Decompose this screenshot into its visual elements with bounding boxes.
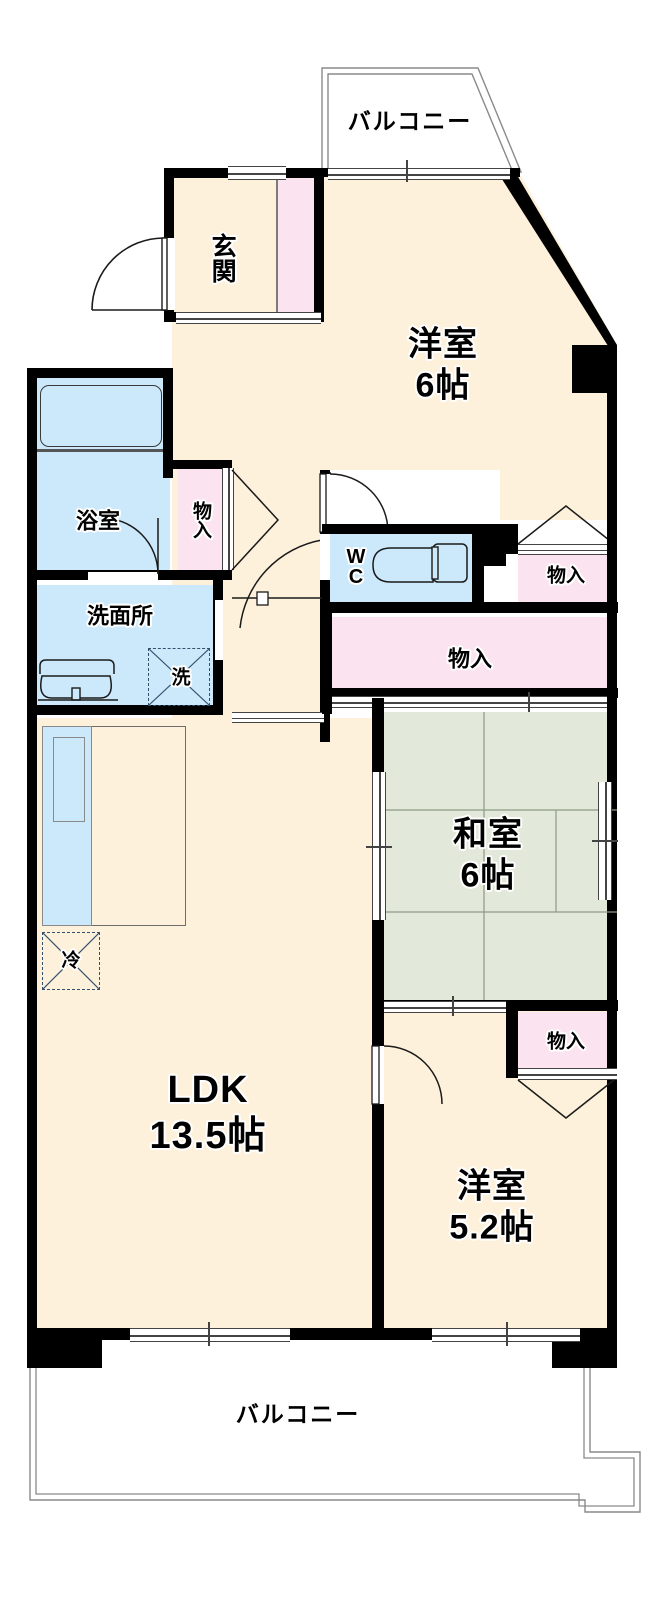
ldk-balcony-window-tick (208, 1322, 210, 1346)
kitchen-sink-basin (53, 737, 85, 822)
wall-storage-hall-top (170, 460, 232, 469)
wall-wc-bottom (322, 602, 618, 613)
kitchen-counter-outline (42, 726, 92, 926)
balcony-top-label: バルコニー (347, 108, 473, 135)
wall-storage-right-left (506, 524, 518, 554)
storage-hall-label: 物入 (189, 501, 211, 539)
washer-space (148, 648, 210, 706)
ldk-size: 13.5帖 (149, 1114, 267, 1157)
wall-bottom-divider (372, 1328, 412, 1340)
hall-ldk-opening[interactable] (232, 712, 324, 723)
wall-pillar-notch-right (572, 345, 608, 393)
bathtub-divider (37, 449, 163, 452)
wall-bath-right-upper (163, 368, 173, 478)
bedroom-6-size: 6帖 (415, 366, 471, 405)
wc-label-w: W (346, 546, 366, 568)
wc-label-c: C (348, 566, 364, 588)
bathroom-label: 浴室 (75, 508, 121, 534)
hallway-floor-2 (240, 320, 325, 740)
wall-wc-top (322, 524, 482, 534)
wc-door-gap[interactable] (320, 534, 330, 580)
wall-storage-bottom-left (506, 1000, 518, 1078)
washroom-door-gap[interactable] (215, 600, 223, 660)
storage-bottom-door[interactable] (518, 1068, 617, 1080)
entrance-door-gap (164, 238, 175, 310)
storage-right-label: 物入 (546, 565, 586, 587)
washitsu-bedroom-tick (452, 996, 454, 1016)
storage-right-fill (518, 552, 617, 602)
washitsu-bedroom-opening (384, 1001, 514, 1013)
wall-storage-center-bottom (322, 688, 618, 698)
bath-door-gap (88, 572, 158, 580)
washitsu-window-tick (592, 840, 618, 842)
washroom-label: 洗面所 (86, 603, 154, 629)
washitsu-fill (382, 712, 617, 1000)
genkan-label: 玄関 (208, 233, 237, 283)
bathtub-shape (40, 385, 162, 447)
bedroom-52-size: 5.2帖 (449, 1208, 535, 1247)
kitchen-sink-outline (53, 737, 85, 822)
storage-bottom-fill (518, 1012, 617, 1070)
washitsu-name: 和室 (453, 815, 523, 854)
wall-wc-right (472, 524, 484, 606)
washitsu-label: 和室 6帖 (453, 815, 523, 894)
wall-exterior-right (607, 345, 617, 1338)
genkan-floor (172, 176, 277, 314)
wall-storage-center-left (322, 602, 332, 714)
storage-hall-fill (178, 468, 224, 573)
washitsu-sliding-tick (366, 846, 392, 848)
wall-genkan-right (314, 168, 324, 320)
ldk-label: LDK 13.5帖 (150, 1069, 267, 1157)
bedroom52-balcony-window-tick (506, 1322, 508, 1346)
window-tick (406, 160, 408, 182)
fridge-label: 冷 (61, 950, 81, 972)
washitsu-size: 6帖 (460, 856, 516, 895)
storage-hall-door[interactable] (222, 468, 234, 570)
wall-washroom-bottom (27, 705, 223, 715)
genkan-window (228, 166, 286, 180)
bedroom-6-label: 洋室 6帖 (408, 325, 478, 404)
storage-center-door[interactable] (332, 696, 617, 708)
storage-center-label: 物入 (447, 646, 493, 672)
bedroom6-balcony-window (328, 168, 510, 180)
genkan-closet-divider (276, 176, 278, 312)
bedroom52-door-gap[interactable] (372, 1046, 384, 1104)
storage-center-fill (324, 617, 617, 695)
wall-bath-top (27, 368, 173, 378)
storage-center-door-tick (528, 692, 530, 712)
bedroom-6-name: 洋室 (408, 325, 478, 364)
genkan-hall-sliding-door[interactable] (176, 312, 321, 324)
bedroom-52-name: 洋室 (456, 1167, 527, 1206)
wall-storage-hall-bottom (170, 570, 232, 580)
storage-bottom-label: 物入 (546, 1031, 586, 1053)
fridge-space (42, 932, 100, 990)
wall-exterior-left (27, 368, 37, 1336)
bedroom-52-label: 洋室 5.2帖 (449, 1167, 534, 1246)
storage-right-door[interactable] (518, 544, 617, 555)
balcony-bottom-label: バルコニー (235, 1401, 361, 1428)
washer-label: 洗 (171, 667, 191, 689)
wc-label: W C (347, 547, 366, 587)
kitchen-worktop-edge (92, 726, 186, 926)
ldk-balcony-window[interactable] (130, 1328, 290, 1342)
ldk-name: LDK (167, 1068, 249, 1111)
